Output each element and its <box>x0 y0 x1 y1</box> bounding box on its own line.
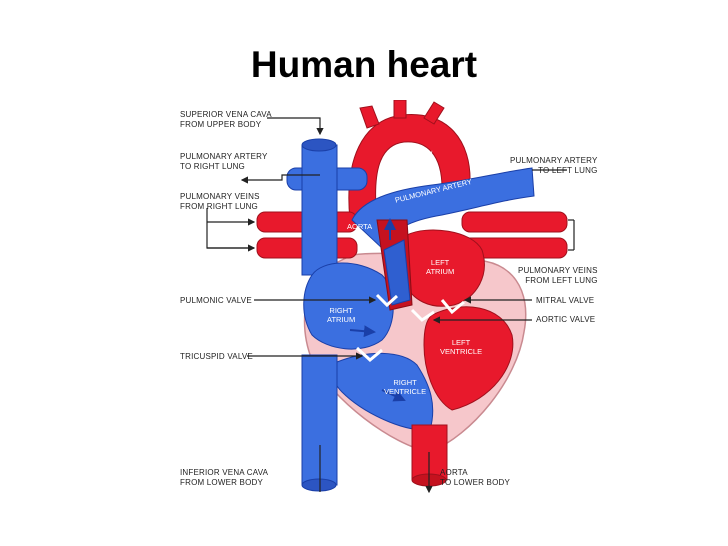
label-mitral-valve: MITRAL VALVE <box>536 296 595 305</box>
label-tricuspid-valve: TRICUSPID VALVE <box>180 352 253 361</box>
heart-diagram: SUPERIOR VENA CAVA FROM UPPER BODY PULMO… <box>172 100 602 496</box>
inner-label-aorta: AORTA <box>347 222 373 231</box>
inferior-vena-cava <box>301 354 338 486</box>
label-superior-vena-cava: SUPERIOR VENA CAVA FROM UPPER BODY <box>180 110 272 129</box>
inner-label-left-atrium: LEFT ATRIUM <box>426 258 455 276</box>
slide-title: Human heart <box>250 44 478 85</box>
label-pulmonary-artery-right: PULMONARY ARTERY TO RIGHT LUNG <box>180 152 268 171</box>
label-aorta-lower: AORTA TO LOWER BODY <box>440 468 511 487</box>
inner-label-right-atrium: RIGHT ATRIUM <box>327 306 356 324</box>
left-ventricle <box>423 306 514 411</box>
inner-label-right-ventricle: RIGHT VENTRICLE <box>384 378 427 396</box>
heart-illustration <box>206 100 575 494</box>
label-pulmonary-artery-left: PULMONARY ARTERY TO LEFT LUNG <box>510 156 598 175</box>
label-inferior-vena-cava: INFERIOR VENA CAVA FROM LOWER BODY <box>180 468 269 487</box>
label-pulmonic-valve: PULMONIC VALVE <box>180 296 252 305</box>
superior-vena-cava <box>301 144 338 276</box>
label-pulmonary-veins-left: PULMONARY VEINS FROM LEFT LUNG <box>518 266 598 285</box>
inner-label-left-ventricle: LEFT VENTRICLE <box>440 338 483 356</box>
aortic-valve-shape <box>410 308 435 322</box>
pulmonic-valve-shape <box>375 293 399 308</box>
label-aortic-valve: AORTIC VALVE <box>536 315 596 324</box>
mitral-valve-shape <box>440 299 465 315</box>
tricuspid-valve-shape <box>355 346 383 362</box>
label-pulmonary-veins-right: PULMONARY VEINS FROM RIGHT LUNG <box>180 192 260 211</box>
pulmonary-vein-left-upper <box>461 211 568 233</box>
